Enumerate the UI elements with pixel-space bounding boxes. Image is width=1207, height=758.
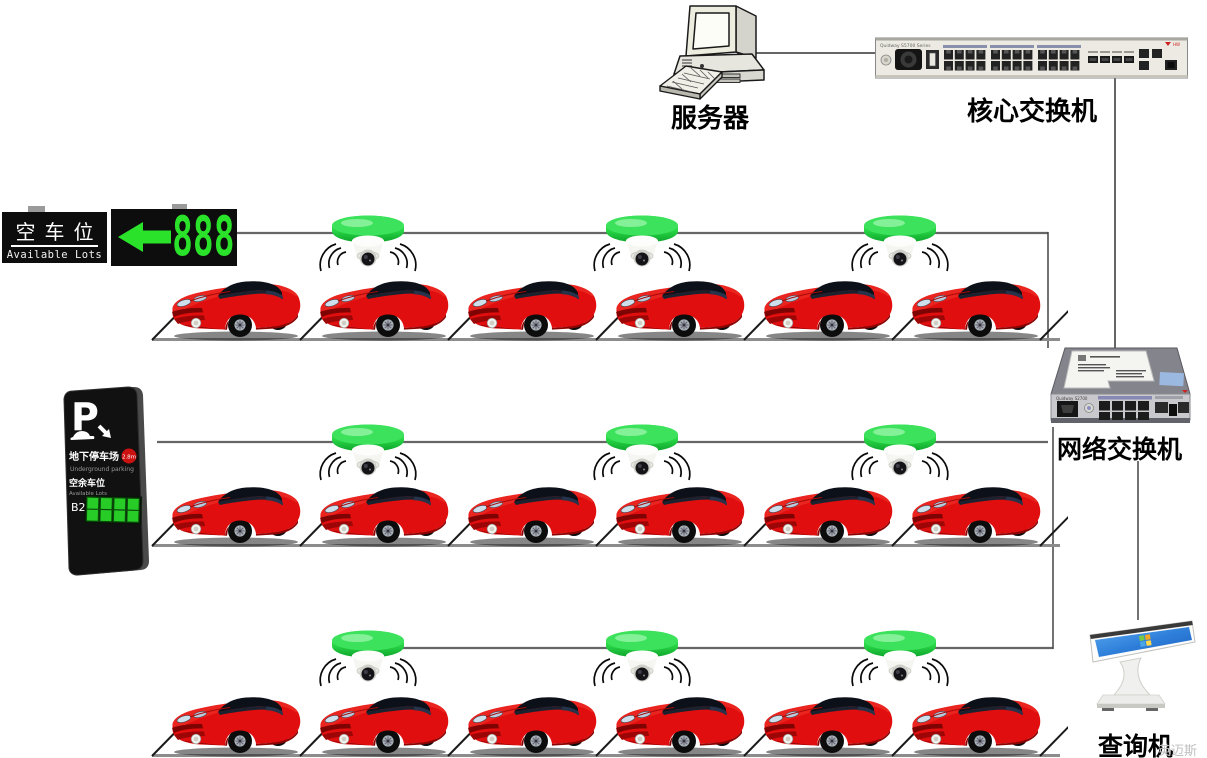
parked-car [468,487,597,547]
board-mount-tab [172,204,187,211]
server-label: 服务器 [670,104,749,134]
parked-car [320,487,449,547]
parking-camera [319,215,417,272]
parked-car [320,281,449,341]
parked-car [320,697,449,757]
parked-car [764,697,893,757]
parked-car [616,697,745,757]
parking-camera [851,215,949,272]
board-count-value: 888 [172,205,235,268]
svg-text:Available Lots: Available Lots [69,491,107,497]
svg-text:Quidway S2700: Quidway S2700 [1056,396,1088,401]
core-switch-device: Quidway S5700 Series HW [875,37,1188,79]
parked-car [172,487,301,547]
board-mount-tab [28,206,45,214]
parking-camera [851,630,949,687]
available-lots-board-title: 空车位 Available Lots [2,212,107,263]
kiosk-watermark: 英迈斯 [1158,744,1198,758]
svg-text:空余车位: 空余车位 [69,477,105,489]
server-computer [659,5,765,100]
parked-car [616,487,745,547]
svg-text:2.8m: 2.8m [122,455,136,461]
parked-car [912,487,1041,547]
parked-car [616,281,745,341]
query-kiosk [1089,620,1196,711]
parked-car [764,281,893,341]
parked-car [764,487,893,547]
core-switch-label: 核心交换机 [966,97,1097,127]
network-switch-device: Quidway S2700 [1050,347,1191,423]
parking-camera [593,630,691,687]
parked-car [912,281,1041,341]
network-switch-label: 网络交换机 [1057,435,1183,464]
svg-text:Quidway S5700 Series: Quidway S5700 Series [880,43,931,49]
parking-level-sign: P 地下停车场 2.8m Underground parking 空余车位 Av… [63,386,149,576]
svg-text:Underground parking: Underground parking [70,466,134,473]
svg-text:HW: HW [1173,42,1180,47]
parked-car [468,697,597,757]
parking-camera [319,424,417,481]
parked-car [468,281,597,341]
parking-camera [851,424,949,481]
left-arrow-icon [118,222,171,252]
available-lots-board-count: 888 [111,205,237,268]
board-title-en: Available Lots [6,249,103,261]
parked-car [912,697,1041,757]
board-title-cn: 空车位 [15,220,103,244]
kiosk-label: 查询机 [1098,732,1174,758]
parked-car [172,281,301,341]
parking-camera [319,630,417,687]
parked-car [172,697,301,757]
parking-camera [593,215,691,272]
svg-text:B2: B2 [71,501,86,514]
svg-text:地下停车场: 地下停车场 [69,450,119,463]
parking-camera [593,424,691,481]
board-underline [11,245,98,247]
